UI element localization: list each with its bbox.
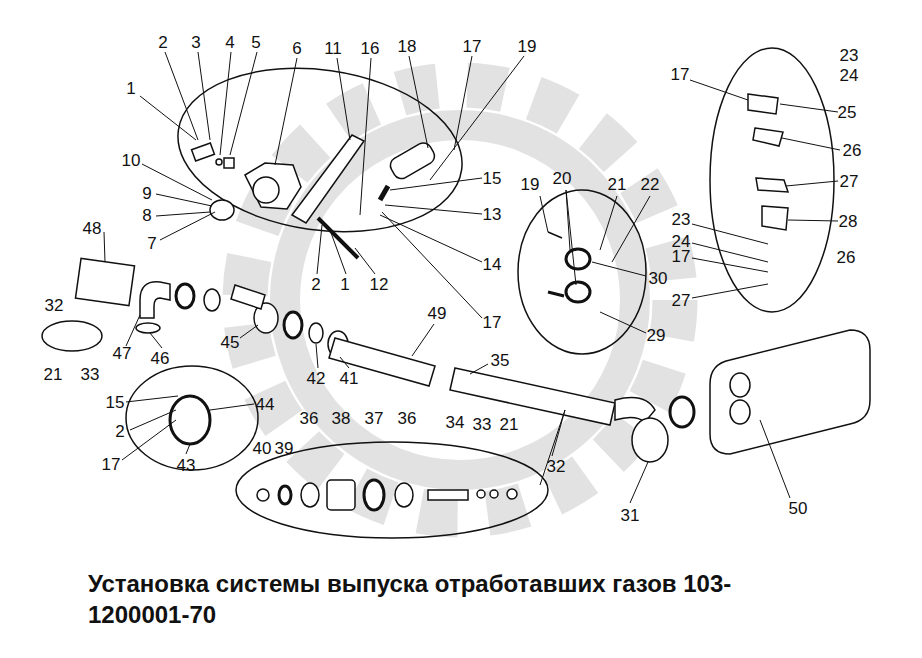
callout-number: 41	[340, 370, 359, 387]
callout-number: 12	[370, 276, 389, 293]
callout-number: 28	[839, 213, 858, 230]
callout-number: 35	[491, 352, 510, 369]
callout-number: 17	[483, 314, 502, 331]
callout-number: 33	[81, 366, 100, 383]
callout-number: 17	[102, 456, 121, 473]
callout-number: 21	[608, 176, 627, 193]
callout-number: 18	[398, 38, 417, 55]
callout-number: 36	[300, 410, 319, 427]
callout-number: 33	[473, 416, 492, 433]
callout-number: 19	[521, 176, 540, 193]
callout-number: 26	[837, 249, 856, 266]
callout-number: 1	[340, 276, 349, 293]
callout-number: 21	[44, 366, 63, 383]
callout-number: 1	[126, 80, 135, 97]
callout-number: 9	[142, 185, 151, 202]
callout-number: 31	[621, 507, 640, 524]
callout-number: 17	[672, 248, 691, 265]
callout-number: 49	[428, 305, 447, 322]
callout-number: 50	[789, 500, 808, 517]
callout-number: 16	[361, 40, 380, 57]
callout-number: 2	[311, 276, 320, 293]
callout-number: 13	[483, 206, 502, 223]
callout-number: 2	[158, 34, 167, 51]
callout-number: 44	[256, 396, 275, 413]
callout-number: 8	[142, 207, 151, 224]
leader-lines	[104, 52, 840, 503]
callout-number: 40	[253, 440, 272, 457]
diagram-title: Установка системы выпуска отработавших г…	[88, 568, 818, 630]
callout-number: 19	[518, 38, 537, 55]
callout-number: 17	[463, 38, 482, 55]
callout-number: 37	[365, 410, 384, 427]
callout-number: 47	[113, 345, 132, 362]
callout-number: 26	[843, 142, 862, 159]
callout-number: 10	[122, 152, 141, 169]
callout-number: 25	[838, 104, 857, 121]
callout-number: 32	[547, 458, 566, 475]
callout-number: 27	[672, 292, 691, 309]
callout-number: 20	[553, 170, 572, 187]
callout-number: 15	[106, 394, 125, 411]
callout-number: 5	[251, 34, 260, 51]
callout-number: 32	[45, 297, 64, 314]
callout-number: 2	[115, 423, 124, 440]
callout-number: 36	[398, 410, 417, 427]
parts	[75, 94, 870, 510]
callout-number: 24	[840, 67, 859, 84]
callout-number: 29	[647, 327, 666, 344]
callout-number: 23	[672, 211, 691, 228]
callout-number: 3	[191, 34, 200, 51]
callout-number: 27	[840, 173, 859, 190]
callout-number: 22	[641, 176, 660, 193]
callout-number: 30	[649, 270, 668, 287]
group-ellipses	[42, 48, 834, 538]
callout-number: 11	[324, 40, 342, 57]
callout-number: 46	[151, 350, 170, 367]
callout-number: 48	[83, 220, 102, 237]
callout-number: 45	[221, 334, 240, 351]
callout-number: 43	[177, 457, 196, 474]
callout-number: 21	[500, 416, 519, 433]
callout-number: 14	[483, 256, 502, 273]
callout-number: 17	[671, 66, 690, 83]
callout-number: 42	[307, 370, 326, 387]
callout-number: 38	[332, 410, 351, 427]
callout-number: 39	[275, 440, 294, 457]
callout-number: 34	[446, 414, 465, 431]
callout-number: 4	[225, 34, 234, 51]
callout-number: 6	[292, 40, 301, 57]
callout-number: 7	[147, 235, 156, 252]
callout-number: 23	[840, 47, 859, 64]
callout-number: 15	[483, 170, 502, 187]
